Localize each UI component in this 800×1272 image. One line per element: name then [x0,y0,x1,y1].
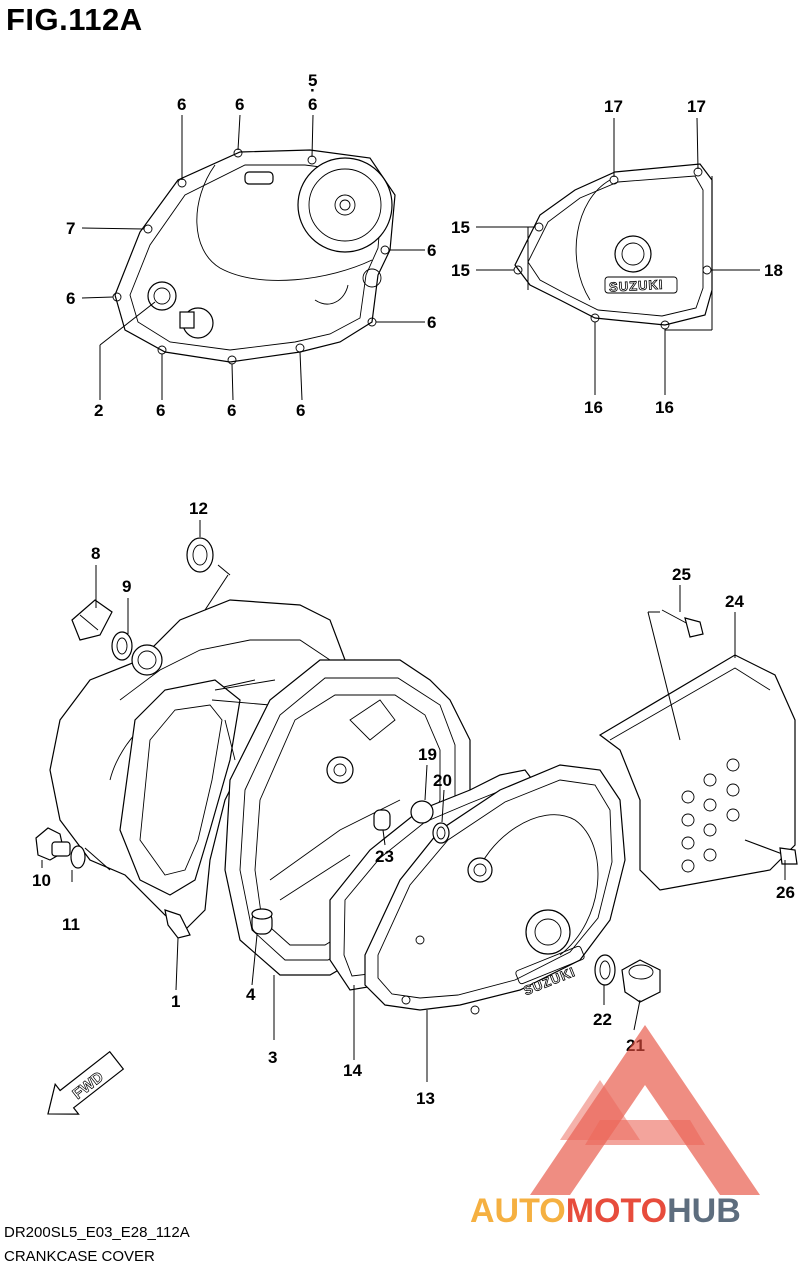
part-25-bolt [661,609,704,638]
model-code: DR200SL5_E03_E28_112A [4,1224,190,1241]
part-22-o-ring [594,954,616,986]
magneto-cover-brand: SUZUKI [609,277,664,295]
figure-caption: CRANKCASE COVER [4,1248,155,1265]
label-6-top-3: 6 [235,95,244,114]
label-17-left: 17 [604,97,623,116]
label-16-right: 16 [655,398,674,417]
clutch-cover-outline [112,148,396,365]
part-12-seal [186,537,214,573]
label-12: 12 [189,499,208,518]
label-19: 19 [418,745,437,764]
label-6-bottom-2: 6 [227,401,236,420]
fwd-arrow-icon: FWD [47,1050,125,1115]
label-6-right-1: 6 [427,241,436,260]
watermark-part-3: HUB [667,1192,741,1230]
automotohub-watermark-logo [530,1025,760,1195]
label-6-left: 6 [66,289,75,308]
watermark-part-1: AUTO [470,1192,566,1230]
label-10: 10 [32,871,51,890]
part-24-chain-guard [598,654,796,891]
label-15-top: 15 [451,218,470,237]
part-11-washer [70,845,86,869]
part-21-plug [621,959,661,1003]
leader-lines-top-right [476,117,760,395]
label-6-right-2: 6 [427,313,436,332]
leader-lines-top-left [81,114,425,401]
figure-title: FIG.112A [6,2,143,37]
label-15-bottom: 15 [451,261,470,280]
magneto-cover-outline: SUZUKI [513,163,713,330]
part-20-o-ring [432,822,450,844]
label-6-top-2: 6 [177,95,186,114]
label-7: 7 [66,219,75,238]
label-18: 18 [764,261,783,280]
part-26-bolt [744,839,798,865]
part-1-clutch-cover [49,599,346,939]
label-5: 5 [308,71,317,90]
part-9-o-ring [111,631,133,661]
label-25: 25 [672,565,691,584]
label-6-bottom-3: 6 [296,401,305,420]
label-9: 9 [122,577,131,596]
label-8: 8 [91,544,100,563]
part-10-bolt [35,827,71,861]
leader-lines-bottom [41,520,786,1082]
label-26: 26 [776,883,795,902]
label-13: 13 [416,1089,435,1108]
label-23: 23 [375,847,394,866]
label-2: 2 [94,401,103,420]
part-23-dowel [373,809,391,831]
label-20: 20 [433,771,452,790]
label-3: 3 [268,1048,277,1067]
label-6-top-1: 6 [308,95,317,114]
label-16-left: 16 [584,398,603,417]
label-22: 22 [593,1010,612,1029]
watermark-part-2: MOTO [566,1192,667,1230]
label-24: 24 [725,592,744,611]
label-11: 11 [62,915,80,934]
part-19-seal [410,800,434,824]
part-8-plug [71,599,113,641]
label-14: 14 [343,1061,362,1080]
label-4: 4 [246,985,256,1004]
label-17-right: 17 [687,97,706,116]
label-6-bottom-1: 6 [156,401,165,420]
watermark-text: AUTOMOTOHUB [470,1192,741,1230]
svg-text:·: · [310,81,316,100]
label-1: 1 [171,992,180,1011]
part-4-dowel-pin [251,908,273,935]
